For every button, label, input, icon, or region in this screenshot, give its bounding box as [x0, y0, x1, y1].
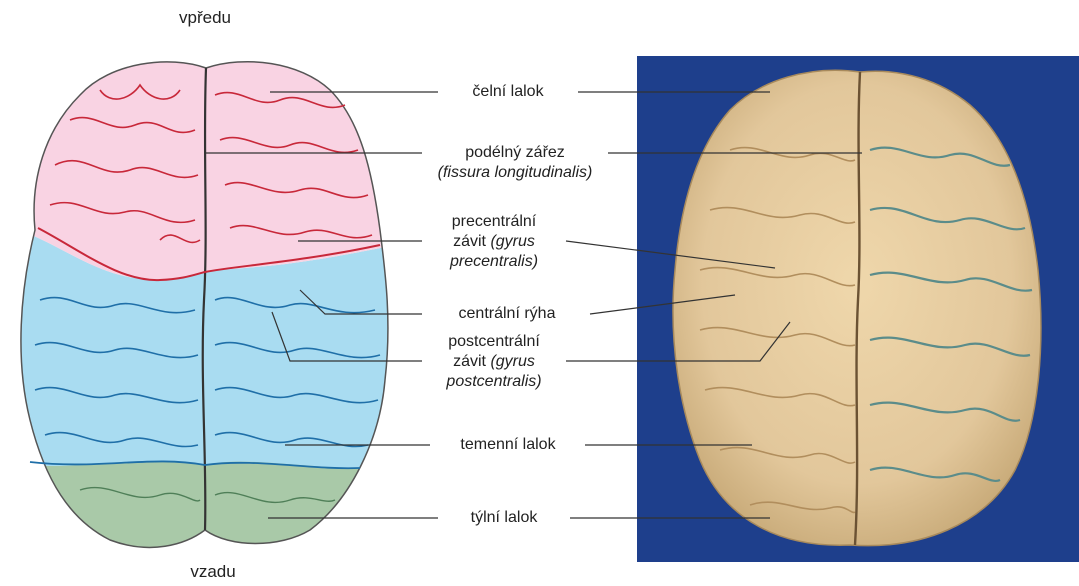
label-frontal-lobe: čelní lalok — [444, 82, 572, 102]
label-parietal-lobe-text: temenní lalok — [460, 436, 555, 453]
label-precentral-gyrus: precentrální závit (gyrus precentralis) — [425, 212, 563, 272]
label-longitudinal-fissure: podélný zářez (fissura longitudinalis) — [425, 143, 605, 183]
label-central-sulcus: centrální rýha — [428, 304, 586, 324]
label-central-sulcus-text: centrální rýha — [459, 305, 556, 322]
label-postcentral-line3: postcentralis) — [425, 372, 563, 392]
label-postcentral-gyrus: postcentrální závit (gyrus postcentralis… — [425, 332, 563, 392]
label-postcentral-line2b: (gyrus — [490, 353, 534, 370]
label-precentral-line1: precentrální — [425, 212, 563, 232]
label-occipital-lobe-text: týlní lalok — [471, 509, 538, 526]
label-precentral-line3: precentralis) — [425, 252, 563, 272]
label-precentral-line2b: (gyrus — [490, 233, 534, 250]
label-longitudinal-fissure-latin: (fissura longitudinalis) — [425, 163, 605, 183]
label-longitudinal-fissure-text: podélný zářez — [425, 143, 605, 163]
label-parietal-lobe: temenní lalok — [433, 435, 583, 455]
label-frontal-lobe-text: čelní lalok — [472, 83, 543, 100]
label-postcentral-line1: postcentrální — [425, 332, 563, 352]
label-postcentral-line2a: závit — [453, 353, 490, 370]
label-precentral-line2a: závit — [453, 233, 490, 250]
label-occipital-lobe: týlní lalok — [440, 508, 568, 528]
